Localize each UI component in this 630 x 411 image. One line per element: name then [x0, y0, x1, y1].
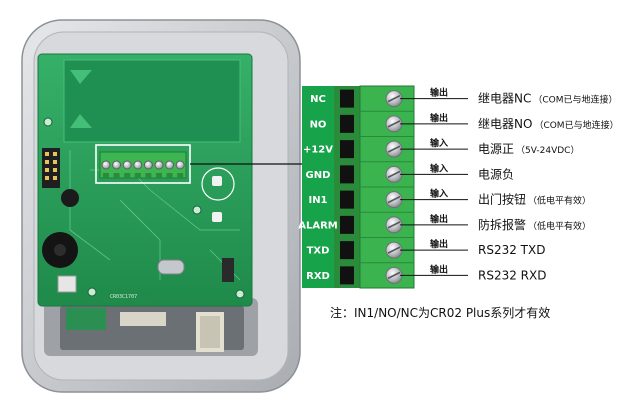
screw-icon — [385, 266, 403, 284]
function-note: （COM已与地连接） — [533, 94, 617, 106]
board-screw-icon — [175, 160, 185, 178]
pin-label: NO — [310, 119, 327, 130]
screw-icon — [385, 241, 403, 259]
function-name: 继电器NO — [478, 117, 532, 131]
tamper-switches — [192, 167, 235, 222]
crystal-component — [157, 259, 185, 275]
board-terminal-block — [95, 144, 191, 184]
terminal-socket — [340, 140, 354, 159]
board-screw-icon — [122, 160, 132, 178]
terminal-descriptions: 输出继电器NC（COM已与地连接）输出继电器NO（COM已与地连接）输入电源正（… — [400, 87, 619, 282]
terminal-row: NO — [310, 110, 414, 133]
terminal-socket — [340, 266, 354, 285]
ribbon-connector — [66, 308, 224, 352]
terminal-row: +12V — [303, 136, 414, 159]
screw-icon — [385, 115, 403, 133]
direction-label: 输出 — [430, 87, 448, 99]
direction-label: 输出 — [430, 112, 448, 124]
function-label: 继电器NC（COM已与地连接） — [478, 92, 618, 106]
terminal-socket — [340, 89, 354, 108]
pin-label: ALARM — [298, 220, 338, 231]
pin-label: GND — [306, 170, 331, 181]
board-marking-text: CR03C1707 — [110, 294, 137, 300]
function-name: 继电器NC — [478, 92, 531, 106]
board-screw-icon — [112, 160, 122, 178]
button-component — [57, 189, 79, 293]
terminal-row: TXD — [307, 237, 414, 260]
direction-label: 输出 — [430, 263, 448, 275]
pin-label: IN1 — [308, 195, 327, 206]
function-name: 电源负 — [478, 167, 514, 181]
board-screw-icon — [133, 160, 143, 178]
terminal-socket — [340, 114, 354, 133]
function-name: 出门按钮 — [478, 192, 526, 207]
direction-label: 输出 — [430, 213, 448, 225]
function-label: 电源正（5V-24VDC） — [478, 142, 579, 156]
function-name: 防拆报警 — [478, 217, 526, 232]
screw-icon — [385, 140, 403, 158]
function-note: （5V-24VDC） — [516, 145, 579, 156]
footnote: 注：IN1/NO/NC为CR02 Plus系列才有效 — [330, 306, 551, 320]
terminal-row: GND — [306, 161, 414, 184]
terminal-row: NC — [310, 89, 403, 108]
pin-label: TXD — [307, 246, 330, 257]
terminal-row: IN1 — [308, 186, 414, 209]
terminal-socket — [340, 215, 354, 234]
function-note: （COM已与地连接） — [534, 119, 618, 131]
pin-label: RXD — [306, 271, 330, 282]
buzzer — [42, 232, 78, 268]
direction-label: 输出 — [430, 238, 448, 250]
direction-label: 输入 — [430, 162, 448, 174]
function-note: （低电平有效） — [528, 220, 591, 232]
function-name: RS232 TXD — [478, 243, 545, 257]
function-name: RS232 RXD — [478, 268, 546, 282]
function-label: 电源负 — [478, 167, 514, 181]
direction-label: 输入 — [430, 188, 448, 200]
function-label: RS232 TXD — [478, 243, 545, 257]
function-label: 继电器NO（COM已与地连接） — [478, 117, 619, 131]
screw-icon — [385, 216, 403, 234]
board-screw-icon — [143, 160, 153, 178]
screw-icon — [385, 191, 403, 209]
screw-icon — [385, 90, 403, 108]
function-label: 防拆报警（低电平有效） — [478, 217, 591, 232]
ic-chip — [222, 258, 234, 282]
board-screw-icon — [101, 160, 111, 178]
board-screw-icon — [165, 160, 175, 178]
terminal-socket — [340, 165, 354, 184]
pcb-board — [37, 53, 253, 307]
terminal-socket — [340, 241, 354, 260]
function-label: RS232 RXD — [478, 268, 546, 282]
board-marking: CR03C1707 — [108, 292, 154, 300]
screw-icon — [385, 165, 403, 183]
function-note: （低电平有效） — [528, 195, 591, 207]
terminal-row: RXD — [306, 262, 414, 285]
pin-header — [42, 148, 60, 188]
direction-label: 输入 — [430, 137, 448, 149]
terminal-socket — [340, 190, 354, 209]
function-name: 电源正 — [478, 142, 514, 156]
board-screw-icon — [154, 160, 164, 178]
function-label: 出门按钮（低电平有效） — [478, 192, 591, 207]
pin-label: +12V — [303, 145, 333, 156]
pin-label: NC — [310, 94, 326, 105]
